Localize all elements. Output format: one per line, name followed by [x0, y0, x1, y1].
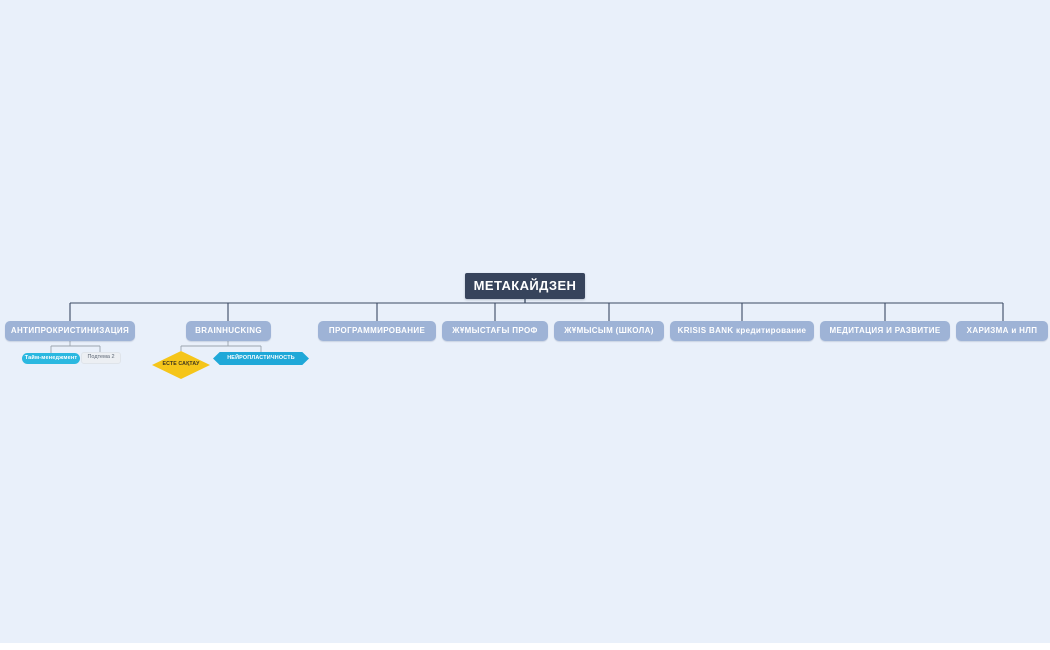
- subtopic-label: Подтема 2: [87, 354, 115, 361]
- subtopic-node-podtema-2[interactable]: Подтема 2: [81, 352, 121, 364]
- hexagon-shape: [213, 352, 309, 365]
- branch-label: ХАРИЗМА и НЛП: [966, 325, 1038, 335]
- branch-node-zhumystagy-prof[interactable]: ЖҰМЫСТАҒЫ ПРОФ: [442, 321, 548, 341]
- branch-node-antiprokristinizaciya[interactable]: АНТИПРОКРИСТИНИЗАЦИЯ: [5, 321, 135, 341]
- subtopic-label: Тайм-менеджмент: [24, 354, 78, 361]
- branch-node-krisis-bank[interactable]: KRISIS BANK кредитирование: [670, 321, 814, 341]
- branch-label: ЖҰМЫСЫМ (ШКОЛА): [564, 325, 654, 335]
- branch-label: BRAINHUCKING: [195, 325, 262, 335]
- subtopic-label: ЕСТЕ САҚТАУ: [162, 361, 200, 368]
- subtopic-node-este-saqtau[interactable]: ЕСТЕ САҚТАУ: [152, 351, 210, 379]
- branch-node-programmirovanie[interactable]: ПРОГРАММИРОВАНИЕ: [318, 321, 436, 341]
- branch-node-meditaciya-i-razvitie[interactable]: МЕДИТАЦИЯ И РАЗВИТИЕ: [820, 321, 950, 341]
- root-node-label: МЕТАКАЙДЗЕН: [473, 278, 577, 294]
- subtopic-label: НЕЙРОПЛАСТИЧНОСТЬ: [227, 354, 295, 361]
- subtopic-node-taim-menedzhment[interactable]: Тайм-менеджмент: [22, 353, 80, 364]
- branch-label: АНТИПРОКРИСТИНИЗАЦИЯ: [10, 325, 130, 335]
- root-node[interactable]: МЕТАКАЙДЗЕН: [465, 273, 585, 299]
- branch-label: KRISIS BANK кредитирование: [677, 325, 807, 335]
- branch-node-zhumysym-shkola[interactable]: ЖҰМЫСЫМ (ШКОЛА): [554, 321, 664, 341]
- branch-label: МЕДИТАЦИЯ И РАЗВИТИЕ: [829, 325, 941, 335]
- bottom-strip: [0, 643, 1050, 650]
- subtopic-node-neyroplastichnost[interactable]: НЕЙРОПЛАСТИЧНОСТЬ: [213, 352, 309, 365]
- branch-label: ЖҰМЫСТАҒЫ ПРОФ: [452, 325, 538, 335]
- branch-label: ПРОГРАММИРОВАНИЕ: [328, 325, 426, 335]
- branch-node-harizma-i-nlp[interactable]: ХАРИЗМА и НЛП: [956, 321, 1048, 341]
- branch-node-brainhucking[interactable]: BRAINHUCKING: [186, 321, 271, 341]
